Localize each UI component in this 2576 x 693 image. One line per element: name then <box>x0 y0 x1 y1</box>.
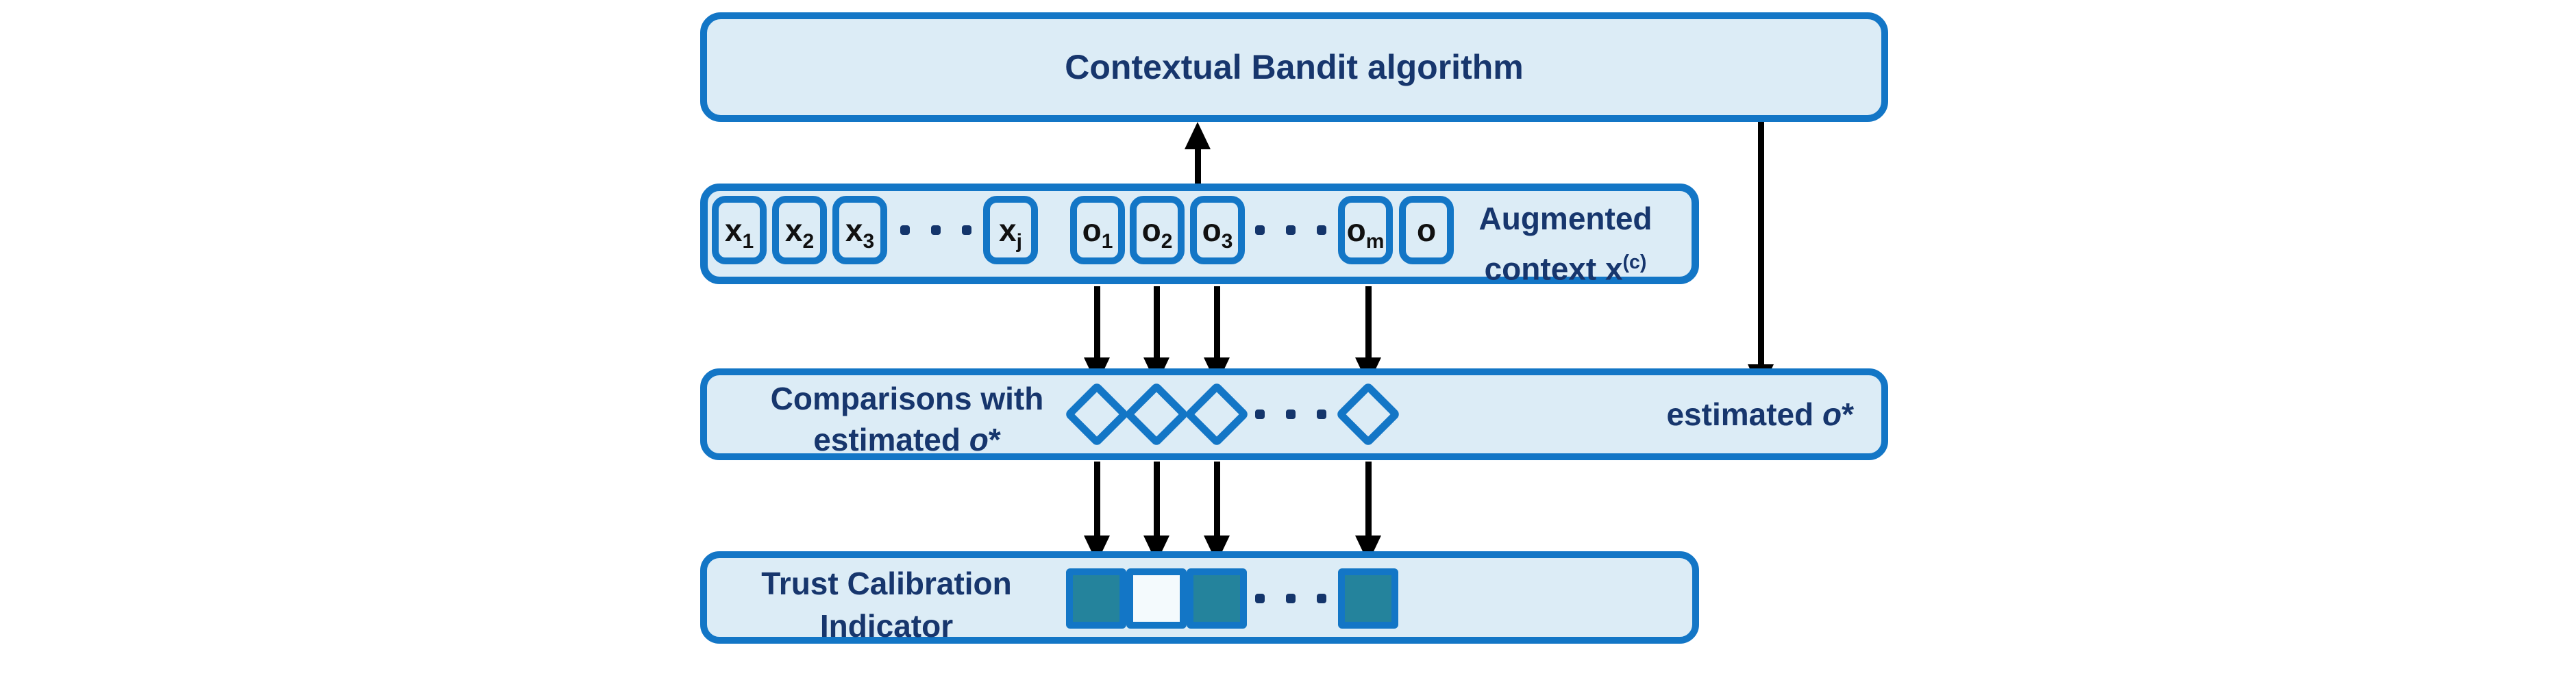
ellipsis-dots <box>1255 225 1326 235</box>
trust-indicator-label: Trust Calibration Indicator <box>761 566 1012 644</box>
contextual-bandit-box: Contextual Bandit algorithm <box>700 12 1888 122</box>
context-cell-o2: o2 <box>1130 196 1185 264</box>
arrowhead-up-icon <box>1185 122 1211 149</box>
context-cell-x2: x2 <box>772 196 827 264</box>
indicator-square-filled <box>1066 568 1126 629</box>
arrow-diamond2-to-indicator <box>1143 462 1169 563</box>
context-cell-xj: xj <box>983 196 1038 264</box>
superscript-c: (c) <box>1622 251 1647 273</box>
indicator-square-filled <box>1187 568 1247 629</box>
context-cell-x3: x3 <box>832 196 887 264</box>
ellipsis-dots <box>1255 594 1326 603</box>
contextual-bandit-label: Contextual Bandit algorithm <box>1065 48 1524 86</box>
indicator-square-empty <box>1126 568 1187 629</box>
augmented-context-label: Augmented context x(c) <box>1478 201 1652 287</box>
indicator-square-filled <box>1338 568 1398 629</box>
context-cell-o1: o1 <box>1070 196 1125 264</box>
context-cell-x1: x1 <box>712 196 767 264</box>
ellipsis-dots <box>900 225 971 235</box>
arrow-context-to-bandit <box>1185 122 1211 184</box>
comparisons-box: Comparisons with estimated o* estimated … <box>700 368 1888 460</box>
context-cell-o: o <box>1399 196 1454 264</box>
arrow-bandit-to-estimated <box>1748 122 1774 392</box>
arrow-diamond1-to-indicator <box>1084 462 1110 563</box>
ellipsis-dots <box>1255 410 1326 419</box>
context-cell-om: om <box>1338 196 1393 264</box>
arrow-diamond4-to-indicator <box>1355 462 1381 563</box>
arrow-diamond3-to-indicator <box>1204 462 1230 563</box>
comparisons-label: Comparisons with estimated o* <box>770 381 1044 457</box>
estimated-o-label: estimated o* <box>1666 396 1854 432</box>
context-cell-o3: o3 <box>1190 196 1245 264</box>
